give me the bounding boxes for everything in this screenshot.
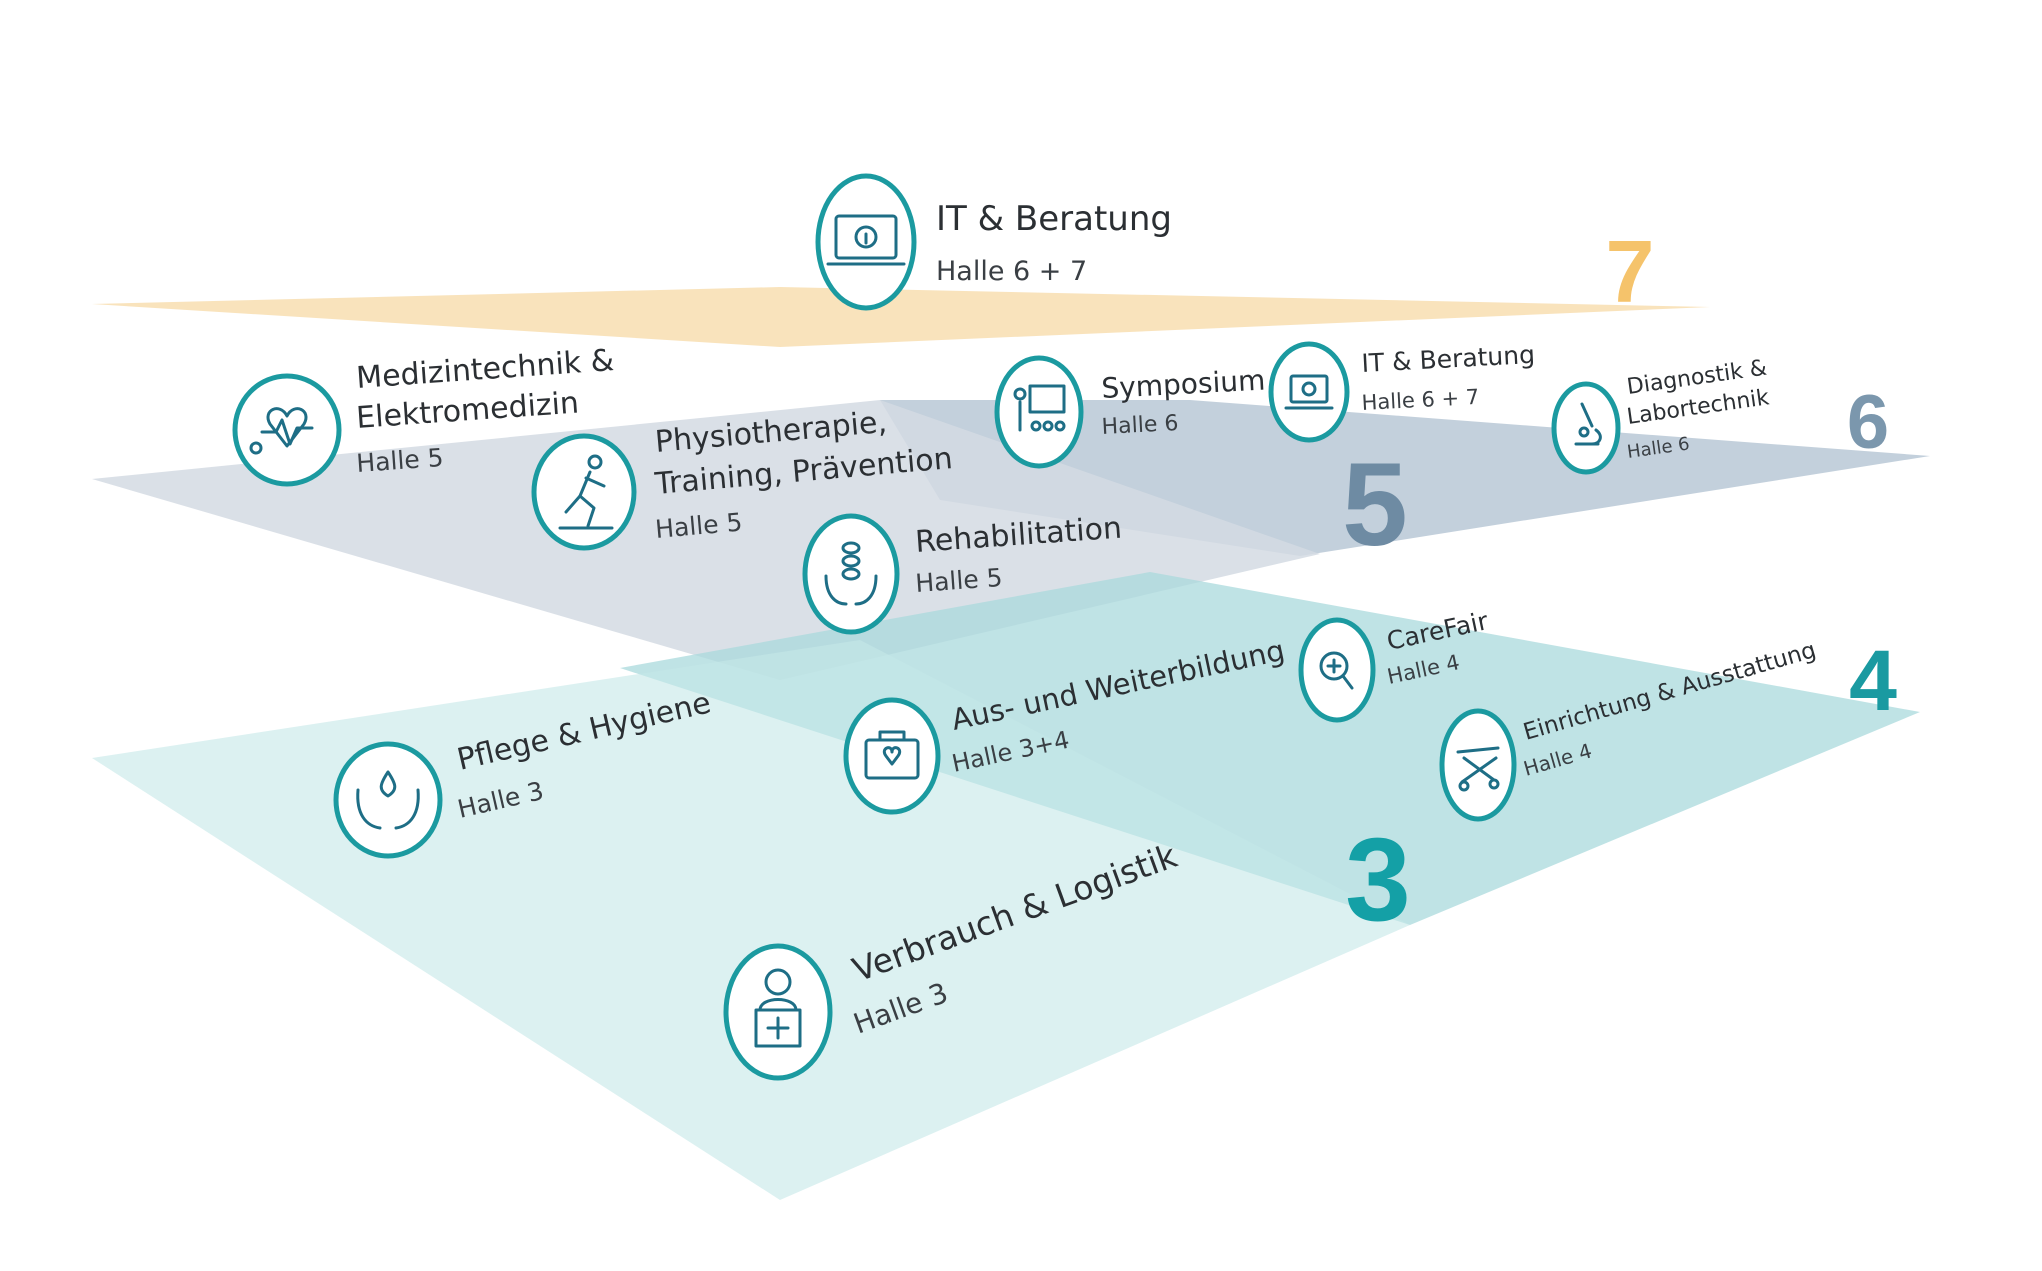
floor-number-3: 3 [1345,814,1411,946]
runner-icon [531,433,637,551]
floor-number-4: 4 [1849,633,1897,729]
stretcher-icon [1439,708,1517,822]
hands-drop-icon [333,741,443,859]
floor-number-5: 5 [1342,439,1408,571]
item-title: Symposium [1101,363,1266,405]
laptop-info-icon [1268,341,1350,443]
magnifier-plus-icon [1298,617,1376,723]
person-box-icon [723,943,833,1081]
item-title: IT & Beratung [936,199,1172,239]
heart-case-icon [843,697,941,815]
item-it-beratung-mid[interactable]: IT & Beratung Halle 6 + 7 [1268,340,1536,443]
item-medizintechnik[interactable]: Medizintechnik & Elektromedizin Halle 5 [232,343,615,487]
item-hall: Halle 6 [1101,411,1179,440]
heart-stethoscope-icon [232,373,342,487]
item-it-beratung-top[interactable]: IT & Beratung Halle 6 + 7 [815,173,1172,311]
item-title: IT & Beratung [1361,340,1536,378]
item-hall: Halle 5 [914,563,1003,598]
item-hall: Halle 6 + 7 [1361,385,1480,415]
item-hall: Halle 5 [355,443,444,478]
spine-hands-icon [802,513,900,635]
floor-number-6: 6 [1847,380,1889,465]
floor-number-7: 7 [1606,222,1655,321]
floor-7-plane [92,287,1710,347]
item-hall: Halle 6 + 7 [936,256,1087,287]
floor-4-plane [620,572,1920,925]
